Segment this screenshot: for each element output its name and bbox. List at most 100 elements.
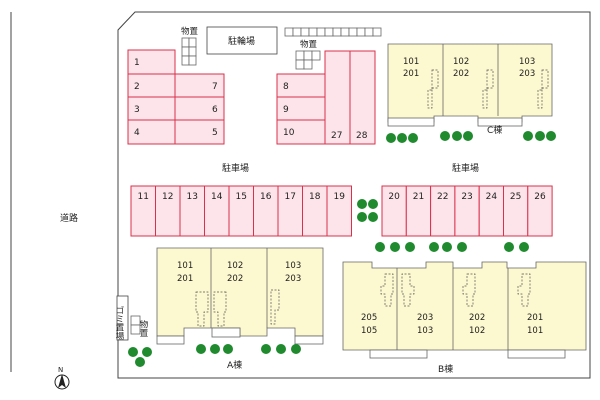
unit-number: 201 [403,69,419,79]
parking-space-label: 12 [162,192,173,202]
tree-icon [397,133,407,143]
garbage-label: ゴミ置場 [114,305,124,341]
tree-icon [357,212,367,222]
building-a: 101 201 102 202 103 203 A棟 [156,247,324,371]
unit-number: 203 [285,274,301,284]
tree-icon [546,131,556,141]
parking-space-label: 7 [212,82,218,92]
tree-icon [429,242,439,252]
storage-small [130,315,141,335]
unit-number: 101 [403,57,419,67]
unit-number: 103 [519,57,535,67]
parking-space-label: 6 [212,105,218,115]
tree-icon [142,347,152,357]
unit-number: 101 [177,261,193,271]
parking-space-label: 14 [211,192,223,202]
parking-label-left: 駐車場 [222,162,249,174]
unit-number: 201 [177,274,193,284]
building-b: 205 105 203 103 202 102 201 101 B棟 [342,261,587,375]
tree-icon [390,242,400,252]
tree-icon [368,199,378,209]
parking-space [155,185,181,237]
tree-icon [405,242,415,252]
tree-icon [276,344,286,354]
tree-icon [523,131,533,141]
parking-space-label: 4 [134,128,140,138]
parking-space-label: 21 [413,192,424,202]
parking-space-label: 8 [283,82,289,92]
tree-icon [452,131,462,141]
svg-text:N: N [58,366,63,374]
parking-space [405,185,432,237]
parking-space [228,185,254,237]
garbage-area [116,295,129,341]
parking-space-label: 1 [134,58,140,68]
tree-icon [291,344,301,354]
parking-space-label: 26 [534,192,546,202]
parking-space-label: 15 [236,192,247,202]
tree-icon [535,131,545,141]
unit-number: 202 [453,69,469,79]
parking-space [478,185,505,237]
tree-icon [408,133,418,143]
tree-icon [128,347,138,357]
parking-space-label: 18 [309,192,321,202]
parking-space-label: 25 [510,192,521,202]
storage-grid-top-strip [284,27,382,37]
bike-parking [206,26,278,55]
unit-number: 105 [361,326,377,336]
tree-icon [457,242,467,252]
unit-number: 102 [227,261,243,271]
tree-icon [261,344,271,354]
parking-space-label: 20 [388,192,400,202]
parking-space-label: 22 [437,192,448,202]
unit-number: 203 [519,69,535,79]
tree-icon [463,131,473,141]
tree-icon [504,242,514,252]
parking-space [503,185,529,237]
tree-icon [210,344,220,354]
unit-number: 102 [453,57,469,67]
parking-space-label: 24 [486,192,498,202]
parking-space [130,185,156,237]
road-label: 道路 [60,212,78,224]
tree-icon [386,133,396,143]
unit-number: 202 [227,274,243,284]
parking-space-label: 9 [283,105,289,115]
parking-top-mid: 8 9 10 27 28 [276,50,376,145]
parking-space [381,185,407,237]
parking-space-label: 5 [212,128,218,138]
parking-space-label: 28 [356,131,368,141]
parking-space-label: 27 [331,131,342,141]
parking-space [454,185,480,237]
parking-space-label: 23 [461,192,472,202]
parking-space [430,185,456,237]
building-a-label: A棟 [227,359,242,371]
unit-number: 103 [285,261,301,271]
storage-grid-top-mid [295,50,321,70]
parking-space [326,185,352,237]
parking-space [253,185,279,237]
parking-space [204,185,230,237]
parking-space [179,185,205,237]
unit-number: 205 [361,313,377,323]
tree-icon [357,199,367,209]
parking-row-mid-right: 20 21 22 23 24 25 26 [381,185,553,237]
parking-space [527,185,553,237]
unit-number: 203 [417,313,433,323]
tree-icon [196,344,206,354]
unit-number: 102 [469,326,485,336]
parking-space-label: 10 [283,128,295,138]
parking-space-label: 3 [134,105,140,115]
bike-parking-label: 駐輪場 [228,35,255,47]
parking-space-label: 16 [260,192,272,202]
parking-top-left: 1 2 3 4 7 6 5 [127,49,225,145]
unit-number: 101 [527,326,543,336]
building-c: 101 201 102 202 103 203 C棟 [387,43,553,136]
unit-number: 202 [469,313,485,323]
parking-space-label: 13 [187,192,198,202]
tree-icon [368,212,378,222]
unit-number: 103 [417,326,433,336]
compass-icon: N [54,366,70,390]
